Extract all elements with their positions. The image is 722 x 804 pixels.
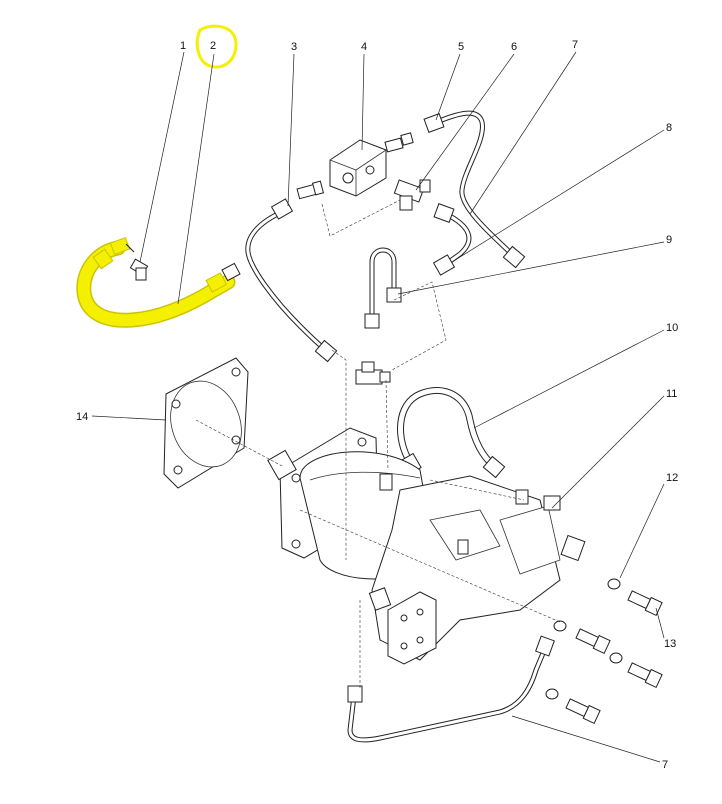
tube-assembly-upper-right[interactable]: [423, 110, 526, 276]
tube-assembly-left[interactable]: [245, 198, 338, 363]
hose-part-2-highlighted[interactable]: [76, 236, 241, 328]
u-tube-part-9[interactable]: [364, 247, 402, 329]
valve-block-part-4[interactable]: [329, 132, 414, 197]
tube-assembly-bottom[interactable]: [347, 635, 555, 743]
tee-fitting-center[interactable]: [355, 361, 391, 385]
callout-labels: 1 2 3 4 5 6 7 8 9 10 11 12 13 14 7: [76, 39, 678, 771]
callout-14: 14: [76, 411, 88, 423]
hose-part-10[interactable]: [397, 386, 506, 479]
callout-6: 6: [511, 41, 517, 53]
callout-10: 10: [666, 322, 678, 334]
bolts-part-13[interactable]: [565, 589, 663, 725]
callout-2: 2: [210, 40, 216, 52]
callout-8: 8: [666, 122, 672, 134]
callout-1: 1: [180, 40, 186, 52]
callout-7-top: 7: [572, 39, 578, 51]
callout-13: 13: [664, 638, 676, 650]
tee-fitting-part-6[interactable]: [393, 179, 431, 211]
highlight-circle: [195, 24, 238, 69]
washers-part-12[interactable]: [545, 578, 623, 700]
callout-11: 11: [666, 388, 677, 400]
gasket-part-14[interactable]: [159, 357, 253, 489]
adapter-fitting-part-3[interactable]: [296, 180, 325, 200]
callout-7-bottom: 7: [662, 759, 668, 771]
leader-lines: [91, 51, 665, 763]
callout-4: 4: [361, 41, 367, 53]
pump-body-part-11[interactable]: [267, 427, 586, 665]
callout-9: 9: [666, 234, 672, 246]
callout-5: 5: [458, 41, 464, 53]
callout-12: 12: [666, 472, 678, 484]
callout-3: 3: [291, 41, 297, 53]
elbow-fitting-part-1[interactable]: [125, 243, 149, 281]
